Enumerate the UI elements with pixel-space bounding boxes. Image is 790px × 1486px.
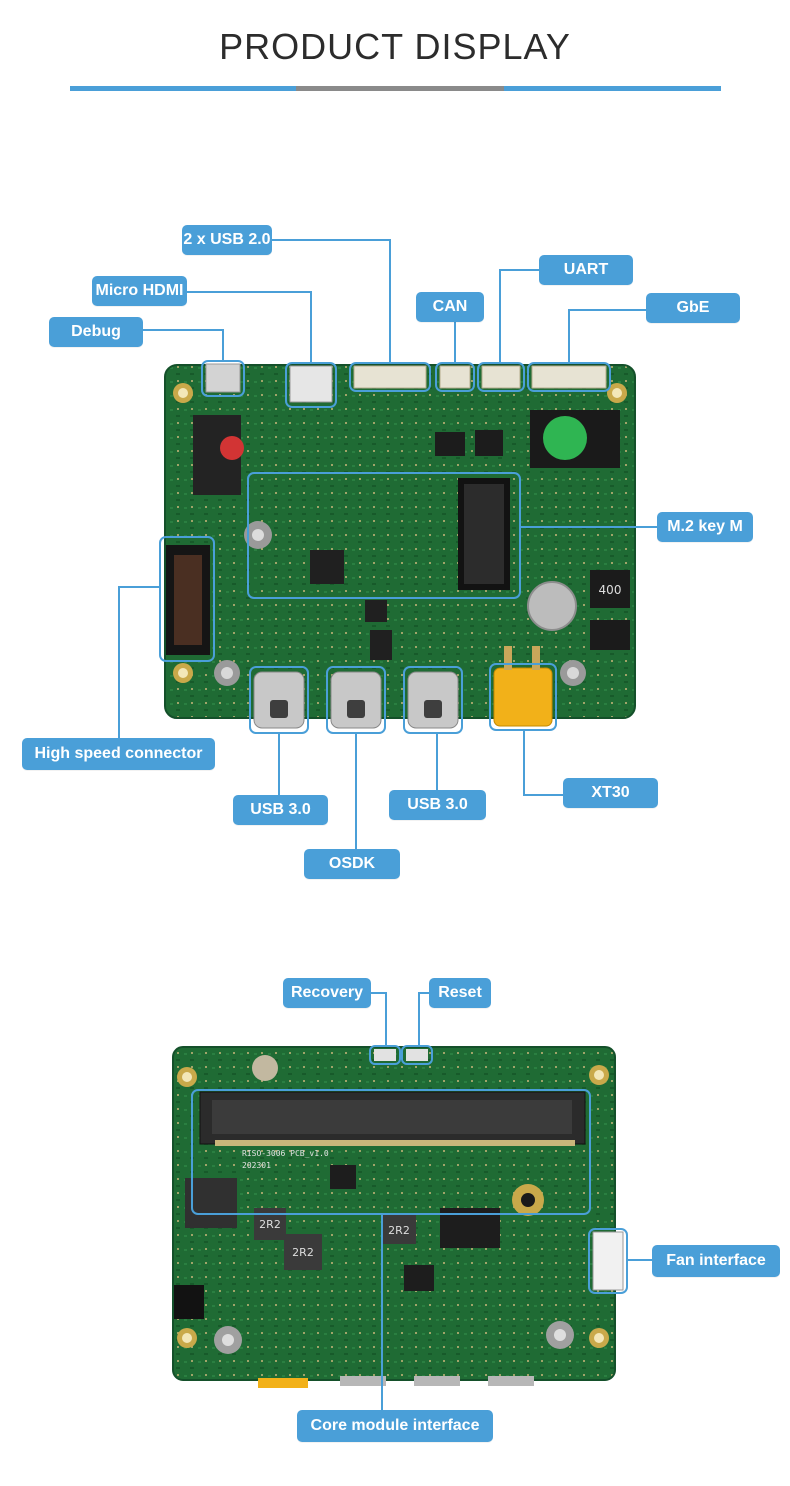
label-fan-interface: Fan interface	[652, 1245, 780, 1277]
title-underline-left	[70, 86, 296, 91]
label-gbe: GbE	[646, 293, 740, 323]
inductor-marking-2: 2R2	[292, 1246, 314, 1259]
pcb-date-marking: 202301	[242, 1161, 271, 1170]
label-xt30: XT30	[563, 778, 658, 808]
label-osdk: OSDK	[304, 849, 400, 879]
label-can: CAN	[416, 292, 484, 322]
label-core-module-interface: Core module interface	[297, 1410, 493, 1442]
title-underline-center	[296, 86, 504, 91]
title-underline-right	[504, 86, 721, 91]
label-usb30-right: USB 3.0	[389, 790, 486, 820]
inductor-marking-3: 2R2	[388, 1224, 410, 1237]
label-micro-hdmi: Micro HDMI	[92, 276, 187, 306]
inductor-marking: 400	[599, 583, 622, 597]
bottom-board: RISO-3006 PCB_v1.0 202301 2R2 2R2 2R2	[172, 1046, 624, 1388]
label-m2-key-m: M.2 key M	[657, 512, 753, 542]
label-high-speed-connector: High speed connector	[22, 738, 215, 770]
label-debug: Debug	[49, 317, 143, 347]
pcb-version-marking: RISO-3006 PCB_v1.0	[242, 1149, 329, 1158]
label-reset: Reset	[429, 978, 491, 1008]
label-uart: UART	[539, 255, 633, 285]
top-board: 400	[164, 363, 636, 729]
inductor-marking-1: 2R2	[259, 1218, 281, 1231]
label-recovery: Recovery	[283, 978, 371, 1008]
label-2x-usb20: 2 x USB 2.0	[182, 225, 272, 255]
page-title: PRODUCT DISPLAY	[219, 26, 571, 67]
label-usb30-left: USB 3.0	[233, 795, 328, 825]
